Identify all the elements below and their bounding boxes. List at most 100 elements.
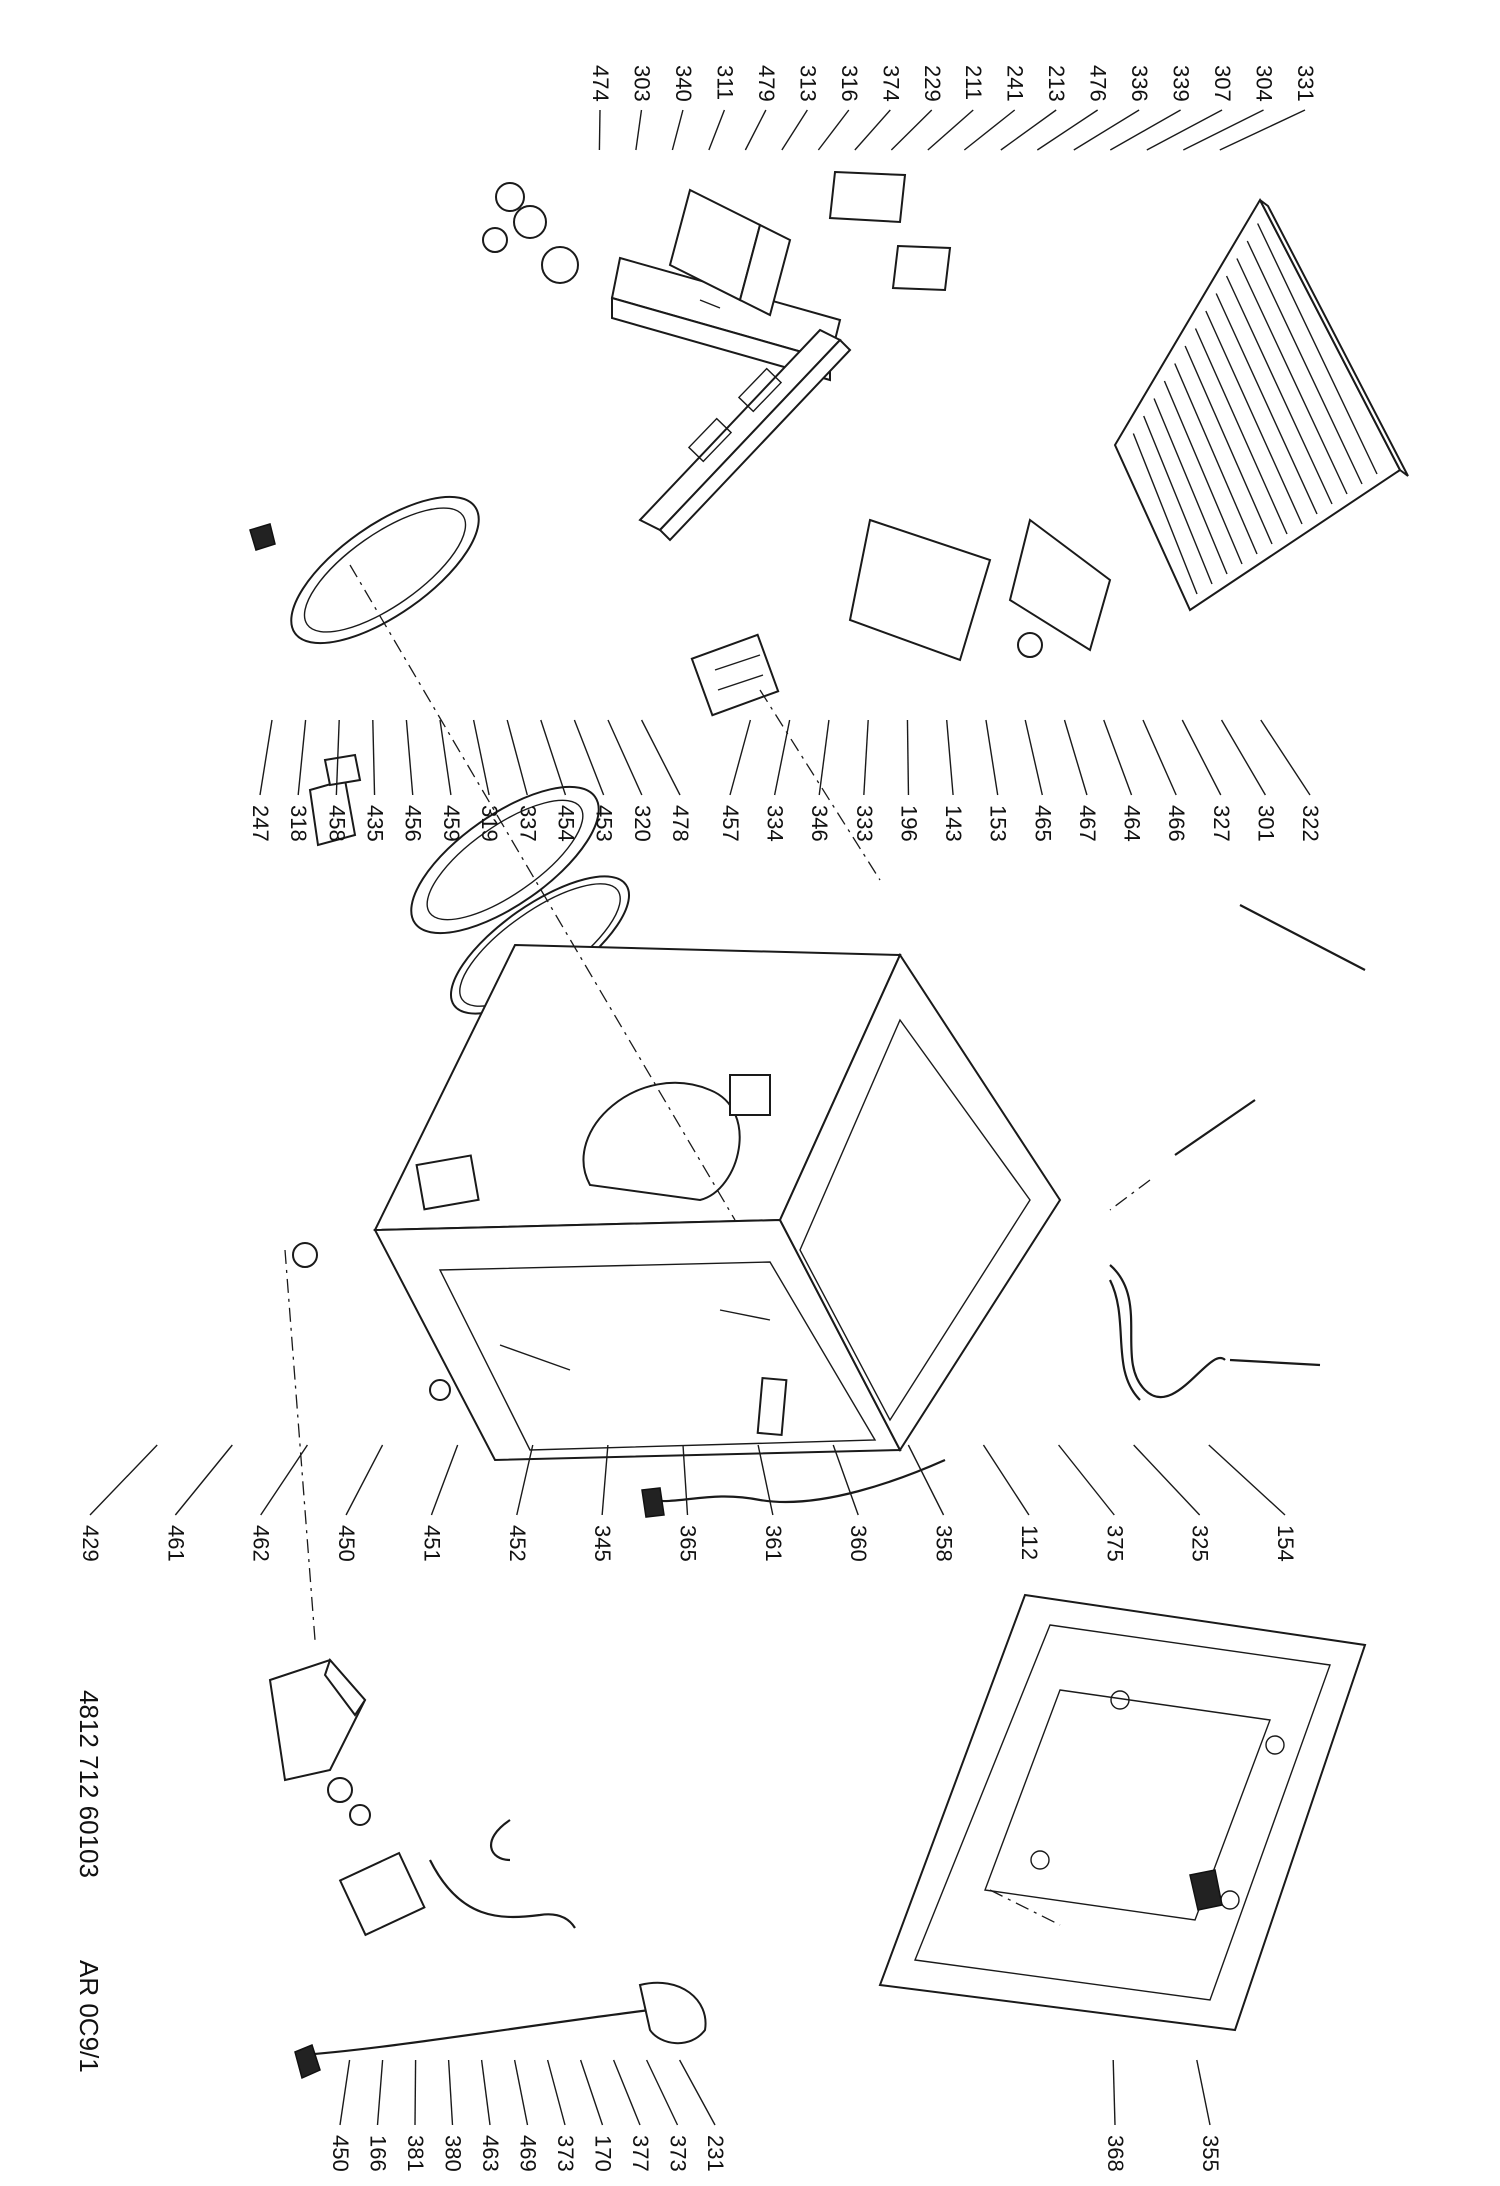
callout-label: 355 <box>1198 2135 1223 2172</box>
callout-label: 457 <box>718 805 743 842</box>
callout-label: 311 <box>712 65 737 100</box>
callout-label: 373 <box>553 2135 578 2172</box>
callout-label: 241 <box>1003 65 1028 102</box>
callout-leader-line <box>1220 719 1266 796</box>
callout-label: 478 <box>668 805 693 842</box>
callout-label: 345 <box>590 1525 615 1562</box>
callout-leader-line <box>1181 719 1222 796</box>
part-number: 4812 712 60103 <box>74 1690 104 1878</box>
callout-leader-line <box>635 109 643 151</box>
callout-leader-line <box>1260 719 1311 796</box>
callout-label: 474 <box>588 65 613 102</box>
lid-hatch-line <box>1246 240 1363 485</box>
callout-leader-line <box>907 1444 945 1516</box>
callout-label: 454 <box>553 805 578 842</box>
callout-label: 346 <box>807 805 832 842</box>
callout-label: 361 <box>761 1525 786 1562</box>
hoses-and-cables <box>299 904 1366 2057</box>
callout-label: 377 <box>628 2135 653 2172</box>
base-plate <box>878 1593 1367 2032</box>
callout-label: 459 <box>439 805 464 842</box>
callout-leader-line <box>506 719 528 796</box>
callout-label: 143 <box>941 805 966 842</box>
callout-label: 316 <box>837 65 862 102</box>
callout-leader-line <box>339 2059 351 2126</box>
callout-leader-line <box>1103 719 1133 796</box>
callout-label: 153 <box>986 805 1011 842</box>
callout-label: 307 <box>1210 65 1235 102</box>
lid-hatch-line <box>1132 433 1198 595</box>
callout-label: 466 <box>1164 805 1189 842</box>
callout-leader-line <box>1109 109 1181 151</box>
lid-hatch-line <box>1225 275 1333 505</box>
callout-label: 450 <box>328 2135 353 2172</box>
top-lid <box>1113 197 1409 612</box>
callout-leader-line <box>757 1444 774 1516</box>
callout-label: 303 <box>629 65 654 102</box>
callout-label: 331 <box>1293 65 1318 102</box>
callout-leader-line <box>1036 109 1099 151</box>
callout-leader-line <box>546 2059 566 2126</box>
callout-label: 365 <box>676 1525 701 1562</box>
callout-leader-line <box>297 719 307 796</box>
lid-hatch-line <box>1194 328 1288 535</box>
callout-label: 339 <box>1169 65 1194 102</box>
callout-leader-line <box>708 109 726 151</box>
callout-label: 465 <box>1030 805 1055 842</box>
callout-label: 368 <box>1103 2135 1128 2172</box>
callout-label: 318 <box>286 805 311 842</box>
callout-label: 479 <box>754 65 779 102</box>
callout-leader-line <box>345 1444 384 1516</box>
callout-label: 453 <box>592 805 617 842</box>
callout-label: 381 <box>403 2135 428 2172</box>
lid-hatch-line <box>1205 310 1303 525</box>
callout-leader-line <box>832 1444 859 1516</box>
callout-leader-line <box>678 2059 716 2126</box>
callout-label: 373 <box>666 2135 691 2172</box>
callout-leader-line <box>671 109 684 151</box>
drawing-ref: AR 0C9/1 <box>74 1960 104 2073</box>
callout-leader-line <box>818 719 830 796</box>
callout-label: 340 <box>671 65 696 102</box>
callout-label: 322 <box>1298 805 1323 842</box>
callout-label: 464 <box>1120 805 1145 842</box>
callout-leader-line <box>863 719 869 796</box>
callout-label: 229 <box>920 65 945 102</box>
callout-label: 313 <box>795 65 820 102</box>
callout-leader-line <box>1058 1444 1115 1516</box>
assembly-lines <box>284 564 1151 1926</box>
callout-leader-line <box>1208 1444 1286 1516</box>
lid-hatch-line <box>1215 293 1318 515</box>
callout-leader-line <box>376 2059 384 2126</box>
callout-leader-line <box>513 2059 529 2126</box>
lid-hatch-line <box>1236 258 1348 495</box>
cabinet-body <box>292 943 1062 1462</box>
callout-leader-line <box>260 1444 309 1516</box>
callout-leader-line <box>1146 109 1223 151</box>
callout-label: 327 <box>1209 805 1234 842</box>
callout-label: 374 <box>878 65 903 102</box>
callout-leader-line <box>773 719 791 796</box>
callout-label: 337 <box>515 805 540 842</box>
callout-label: 170 <box>591 2135 616 2172</box>
callout-leader-line <box>1133 1444 1201 1516</box>
callout-leader-line <box>607 719 643 796</box>
callout-leader-line <box>985 719 999 796</box>
callout-label: 469 <box>516 2135 541 2172</box>
callout-label: 231 <box>703 2135 728 2172</box>
callout-leader-line <box>817 109 850 151</box>
callout-label: 358 <box>932 1525 957 1562</box>
callout-leader-line <box>472 719 490 796</box>
callout-label: 304 <box>1252 65 1277 102</box>
callout-leader-line <box>601 1444 609 1516</box>
callout-leader-line <box>372 719 376 796</box>
callout-leader-line <box>259 719 273 796</box>
lid-hatch-line <box>1184 345 1273 545</box>
callout-leader-line <box>405 719 414 796</box>
callout-label: 375 <box>1102 1525 1127 1562</box>
callout-leader-line <box>480 2059 491 2126</box>
pump-assembly <box>268 1658 707 2080</box>
callout-leader-line <box>1024 719 1043 796</box>
callout-label: 380 <box>441 2135 466 2172</box>
